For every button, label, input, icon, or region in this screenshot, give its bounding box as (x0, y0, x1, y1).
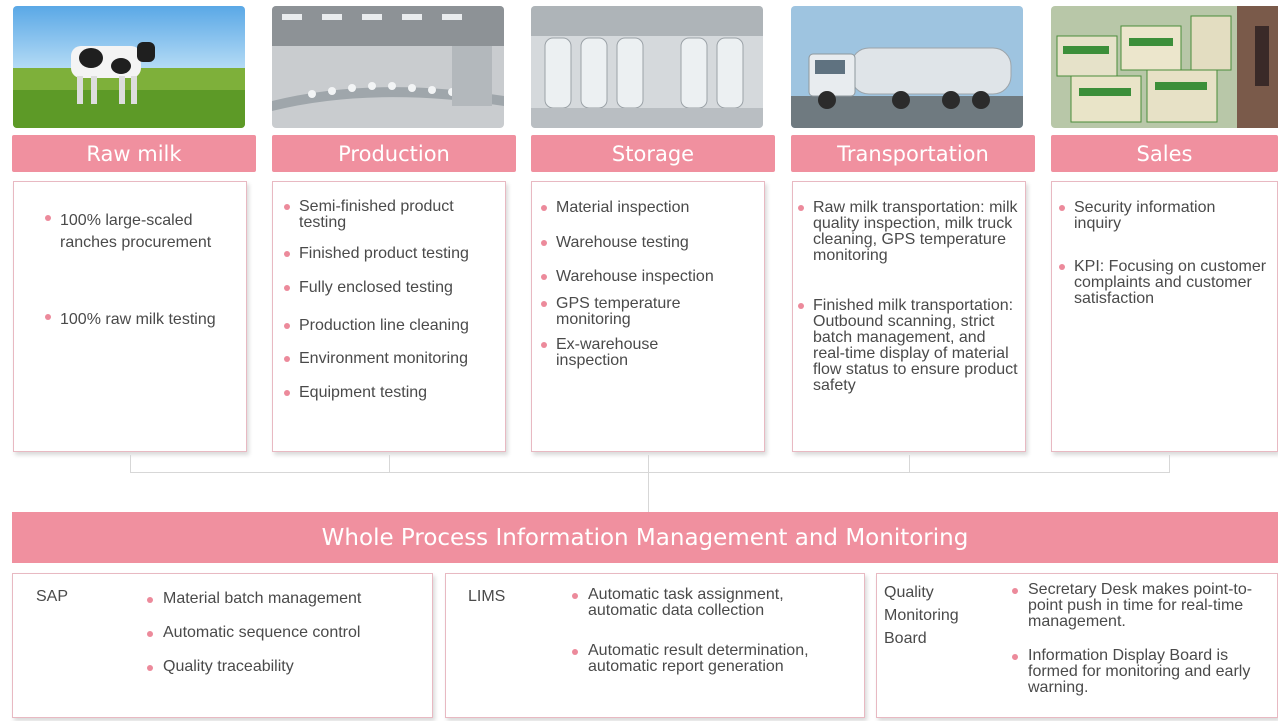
whole-process-banner: Whole Process Information Management and… (12, 512, 1278, 563)
raw-milk-photo (13, 6, 245, 128)
stage-box-transportation: Raw milk transportation: milk quality in… (792, 181, 1026, 452)
list-item: Quality traceability (141, 659, 401, 675)
production-photo (272, 6, 504, 128)
list-item: 100% large-scaled ranches procurement (36, 210, 236, 254)
list-item: Raw milk transportation: milk quality in… (789, 200, 1021, 264)
sales-photo (1051, 6, 1278, 128)
list-item: Warehouse testing (532, 235, 752, 251)
stage-title-transportation: Transportation (791, 135, 1035, 172)
storage-photo (531, 6, 763, 128)
connector-horizontal (130, 472, 1170, 473)
connector-raw-milk (130, 455, 131, 472)
stage-box-production: Semi-finished product testing Finished p… (272, 181, 506, 452)
list-item: Automatic result determination, automati… (566, 643, 856, 675)
stage-box-storage: Material inspection Warehouse testing Wa… (531, 181, 765, 452)
list-item: Production line cleaning (275, 318, 495, 334)
system-box-quality-monitoring: Quality Monitoring Board Secretary Desk … (876, 573, 1278, 718)
transportation-photo (791, 6, 1023, 128)
list-item: Semi-finished product testing (275, 199, 485, 231)
stage-box-sales: Security information inquiry KPI: Focusi… (1051, 181, 1278, 452)
list-item: Secretary Desk makes point-to-point push… (1006, 582, 1276, 630)
list-item: GPS temperature monitoring (532, 296, 722, 328)
list-item: KPI: Focusing on customer complaints and… (1050, 259, 1276, 307)
list-item: Automatic task assignment, automatic dat… (566, 587, 856, 619)
system-name-quality-monitoring: Quality Monitoring Board (884, 584, 959, 647)
system-name-sap: SAP (36, 588, 69, 605)
stage-box-raw-milk: 100% large-scaled ranches procurement 10… (13, 181, 247, 452)
connector-storage (648, 455, 649, 512)
stage-title-storage: Storage (531, 135, 775, 172)
list-item: Automatic sequence control (141, 625, 401, 641)
system-name-lims: LIMS (468, 588, 506, 605)
connector-transportation (909, 455, 910, 472)
list-item: Material batch management (141, 591, 401, 607)
list-item: Warehouse inspection (532, 269, 752, 285)
list-item: Material inspection (532, 200, 752, 216)
list-item: Finished product testing (275, 246, 495, 262)
list-item: Security information inquiry (1050, 200, 1250, 232)
connector-sales (1169, 455, 1170, 472)
list-item: 100% raw milk testing (36, 309, 226, 331)
system-box-sap: SAP Material batch management Automatic … (12, 573, 433, 718)
list-item: Fully enclosed testing (275, 280, 495, 296)
stage-title-production: Production (272, 135, 516, 172)
list-item: Information Display Board is formed for … (1006, 648, 1256, 696)
connector-production (389, 455, 390, 472)
stage-title-sales: Sales (1051, 135, 1278, 172)
system-box-lims: LIMS Automatic task assignment, automati… (445, 573, 865, 718)
list-item: Finished milk transportation: Outbound s… (789, 298, 1021, 394)
stage-title-raw-milk: Raw milk (12, 135, 256, 172)
list-item: Environment monitoring (275, 351, 495, 367)
list-item: Ex-warehouse inspection (532, 337, 692, 369)
list-item: Equipment testing (275, 385, 495, 401)
